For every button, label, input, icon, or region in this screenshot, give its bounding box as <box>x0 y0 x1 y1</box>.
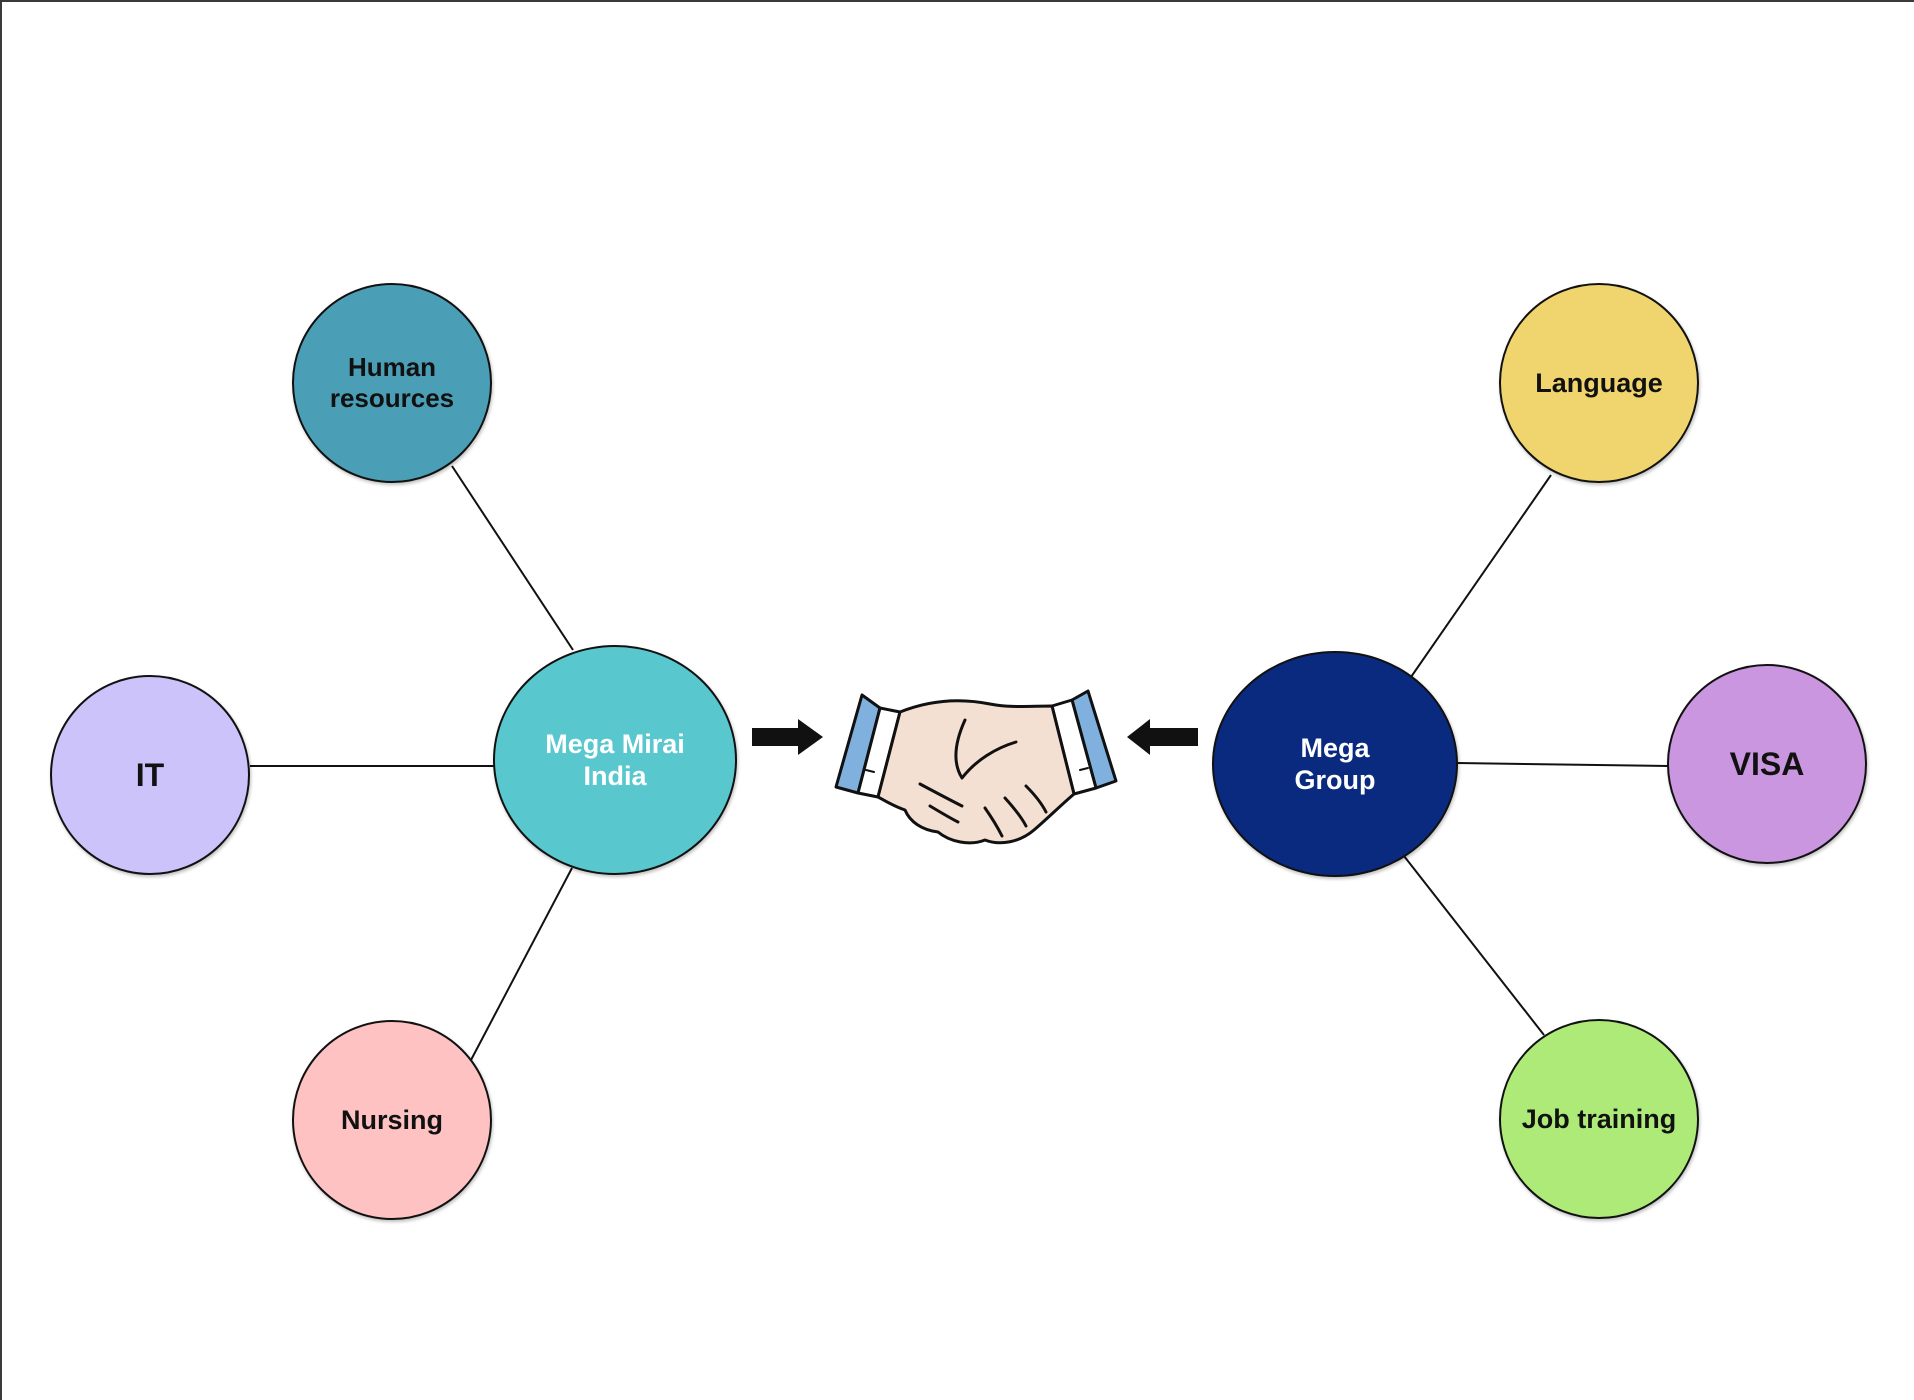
handshake-icon <box>834 689 1118 845</box>
hub-label-line2: Group <box>1294 765 1376 795</box>
connector-language <box>1410 474 1552 678</box>
node-label: Job training <box>1521 1103 1677 1134</box>
node-nursing[interactable]: Nursing <box>292 1020 492 1220</box>
connector-nursing <box>470 867 573 1061</box>
arrow-right-icon <box>752 719 823 755</box>
connector-job-training <box>1403 855 1545 1036</box>
hub-mega-mirai-india[interactable]: Mega Mirai India <box>493 645 737 875</box>
hub-mega-group[interactable]: Mega Group <box>1212 651 1458 877</box>
node-label-line1: Human <box>347 351 437 382</box>
node-it[interactable]: IT <box>50 675 250 875</box>
connector-human-resources <box>451 465 574 651</box>
node-job-training[interactable]: Job training <box>1499 1019 1699 1219</box>
hub-label-line2: India <box>583 761 647 791</box>
node-label: IT <box>135 756 165 793</box>
node-human-resources[interactable]: Human resources <box>292 283 492 483</box>
arrow-left-icon <box>1127 719 1198 755</box>
node-label: Nursing <box>340 1104 443 1135</box>
node-language[interactable]: Language <box>1499 283 1699 483</box>
hub-label-line1: Mega Mirai <box>545 728 685 759</box>
node-label: Language <box>1535 367 1663 398</box>
node-label-line2: resources <box>329 383 455 413</box>
node-visa[interactable]: VISA <box>1667 664 1867 864</box>
connector-visa <box>1456 762 1669 767</box>
node-label: VISA <box>1729 745 1805 782</box>
hub-label-line1: Mega <box>1300 732 1370 763</box>
